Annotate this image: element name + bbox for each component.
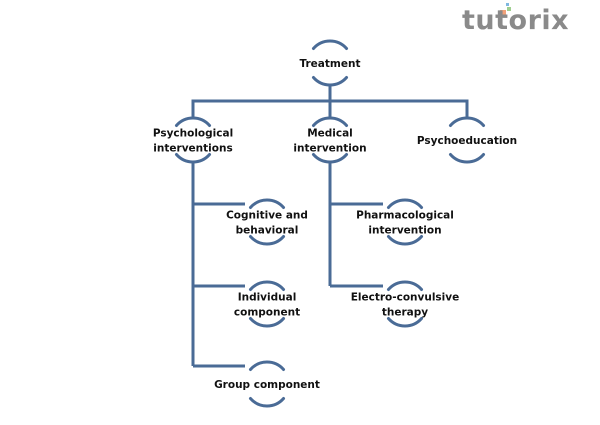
node-bottom-arc xyxy=(248,317,286,328)
node-bottom-arc xyxy=(386,235,424,246)
node-label: therapy xyxy=(382,307,428,319)
node-top-arc xyxy=(311,39,349,50)
node-label: Psychological xyxy=(153,128,233,140)
node-top-arc xyxy=(311,116,349,127)
node-ect: Electro-convulsive therapy xyxy=(351,280,460,328)
node-top-arc xyxy=(248,280,286,291)
node-bottom-arc xyxy=(311,153,349,164)
node-label: Pharmacological xyxy=(356,210,454,222)
node-cognitive: Cognitive and behavioral xyxy=(226,198,308,246)
node-psychological: Psychological interventions xyxy=(153,116,233,164)
node-label: intervention xyxy=(293,143,366,155)
logo-dot-blue xyxy=(506,3,509,6)
node-bottom-arc xyxy=(448,153,486,164)
node-label: Individual xyxy=(238,292,297,304)
node-label: Treatment xyxy=(300,58,361,70)
node-label: behavioral xyxy=(236,225,299,237)
node-bottom-arc xyxy=(248,397,286,408)
node-bottom-arc xyxy=(248,235,286,246)
node-psychoeducation: Psychoeducation xyxy=(417,116,517,164)
node-top-arc xyxy=(248,360,286,371)
node-label: Medical xyxy=(307,128,353,140)
node-individual: Individual component xyxy=(234,280,300,328)
node-bottom-arc xyxy=(174,153,212,164)
node-label: interventions xyxy=(153,143,232,155)
tutorix-logo: tutorix xyxy=(462,3,592,38)
node-top-arc xyxy=(448,116,486,127)
node-treatment: Treatment xyxy=(300,39,361,87)
node-bottom-arc xyxy=(311,76,349,87)
logo-dot-orange xyxy=(500,10,506,16)
connector-lines xyxy=(191,85,469,368)
node-group: Group component xyxy=(214,360,320,408)
node-label: Psychoeducation xyxy=(417,135,517,147)
node-medical: Medical intervention xyxy=(293,116,367,164)
node-label: component xyxy=(234,307,300,319)
node-bottom-arc xyxy=(386,317,424,328)
logo-dot-green xyxy=(507,7,511,11)
node-label: Cognitive and xyxy=(226,210,308,222)
logo-text: tutorix xyxy=(462,5,570,36)
node-top-arc xyxy=(386,280,424,291)
node-label: Electro-convulsive xyxy=(351,292,460,304)
node-top-arc xyxy=(248,198,286,209)
node-top-arc xyxy=(386,198,424,209)
node-label: Group component xyxy=(214,379,320,391)
node-label: intervention xyxy=(368,225,441,237)
node-top-arc xyxy=(174,116,212,127)
node-pharmacological: Pharmacological intervention xyxy=(356,198,454,246)
